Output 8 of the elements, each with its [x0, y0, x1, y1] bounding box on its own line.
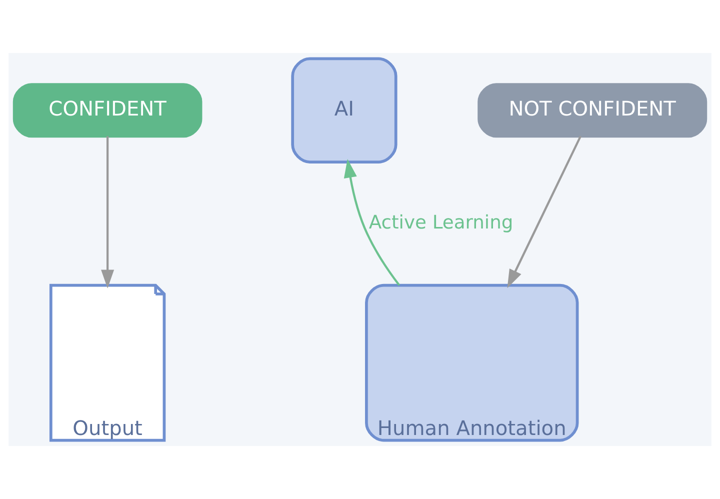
- arrow: [507, 136, 582, 288]
- edge-label: Active Learning: [368, 212, 514, 234]
- arrow: [101, 136, 114, 288]
- node-box: CONFIDENT: [12, 83, 202, 138]
- node-box: NOT CONFIDENT: [478, 83, 708, 138]
- arrow: [344, 158, 400, 286]
- node-box: Human Annotation: [365, 284, 579, 442]
- node-box: AI: [291, 57, 398, 164]
